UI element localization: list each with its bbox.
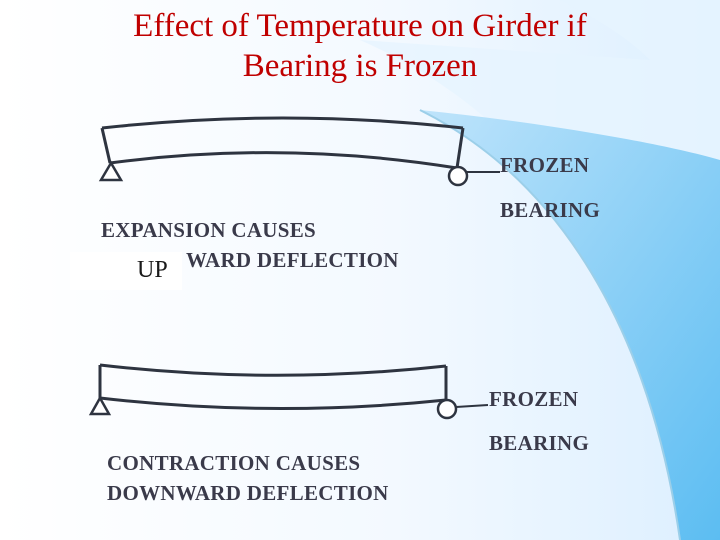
top-girder-top-edge <box>101 116 464 130</box>
top-girder-right-end <box>455 127 465 169</box>
top-right-roller-bearing-icon <box>447 165 469 187</box>
contraction-caption-line-2: DOWNWARD DEFLECTION <box>107 481 389 505</box>
bottom-bearing-leader-line <box>455 404 489 408</box>
top-girder-diagram <box>98 116 500 187</box>
background-swoosh-edge <box>419 109 681 540</box>
background-swoosh <box>420 110 720 540</box>
background-swoosh-light <box>360 0 720 540</box>
contraction-caption-line-1: CONTRACTION CAUSES <box>107 451 361 475</box>
bottom-girder-top-edge <box>99 363 447 377</box>
up-patch-background <box>70 252 182 290</box>
expansion-caption-up-prefix: UP <box>137 257 168 283</box>
top-left-pin-support-icon <box>98 160 124 182</box>
slide-title: Effect of Temperature on Girder if Beari… <box>0 6 720 86</box>
slide-title-line-1: Effect of Temperature on Girder if <box>133 8 587 44</box>
slide-title-line-2: Bearing is Frozen <box>242 48 478 84</box>
bottom-bearing-label: BEARING <box>489 431 590 455</box>
expansion-caption-line-2: WARD DEFLECTION <box>186 248 399 272</box>
bottom-left-pin-support-icon <box>88 395 112 416</box>
top-frozen-label: FROZEN <box>500 153 590 177</box>
top-bearing-label: BEARING <box>500 198 601 222</box>
bottom-girder-diagram <box>88 363 489 420</box>
top-girder-bottom-edge <box>109 151 458 170</box>
bottom-right-roller-bearing-icon <box>436 398 458 420</box>
expansion-caption-line-1: EXPANSION CAUSES <box>101 218 317 242</box>
top-girder-left-end <box>100 127 112 164</box>
bottom-frozen-label: FROZEN <box>489 387 579 411</box>
bottom-girder-bottom-edge <box>99 396 447 411</box>
